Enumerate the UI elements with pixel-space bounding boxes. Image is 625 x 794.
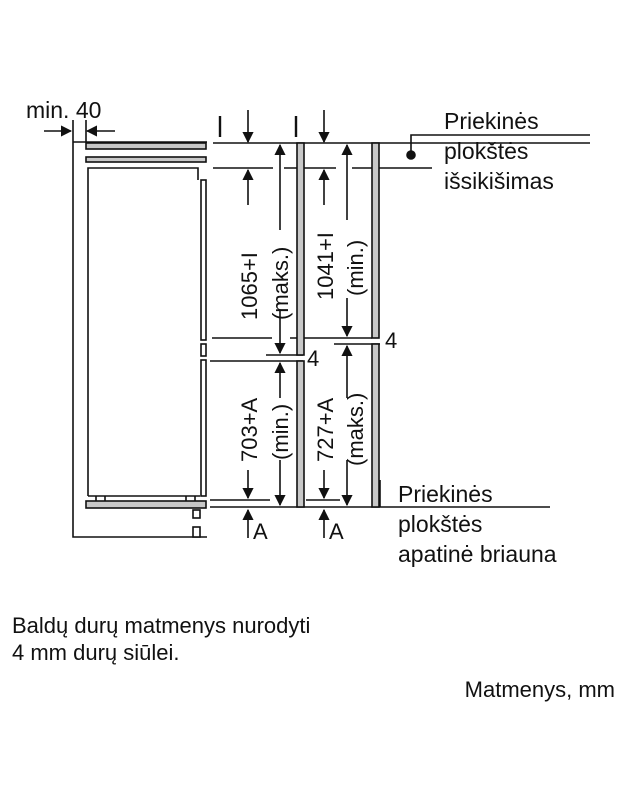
cabinet-bottom-shelf: [85, 500, 207, 538]
top-front-label-line3: išsikišimas: [444, 168, 554, 194]
upper-right-qualifier: (min.): [343, 240, 368, 296]
lower-door-right: [371, 343, 380, 508]
upper-left-qualifier: (maks.): [268, 247, 293, 320]
bottom-front-label-line3: apatinė briauna: [398, 541, 557, 567]
reference-lines: [210, 142, 590, 508]
side-gap-arrows: [44, 120, 115, 142]
door-note-line1: Baldų durų matmenys nurodyti: [12, 613, 311, 638]
bottom-front-label-line2: plokštės: [398, 511, 482, 537]
door-note-line2: 4 mm durų siūlei.: [12, 640, 180, 665]
bottom-marker-right: A: [329, 519, 344, 544]
lower-left-dimension: 703+A: [237, 397, 262, 462]
lower-dimension-arrows: [242, 344, 353, 538]
upper-left-dimension: 1065+I: [237, 252, 262, 320]
furniture-door-panels: [296, 142, 380, 508]
cabinet-top-panels: [85, 142, 207, 163]
lower-right-dimension: 727+A: [313, 397, 338, 462]
lower-door-left: [296, 360, 305, 508]
door-dimension-note: Baldų durų matmenys nurodyti 4 mm durų s…: [12, 612, 310, 666]
gap-left-label: 4: [307, 346, 319, 371]
lower-right-qualifier: (maks.): [343, 393, 368, 466]
upper-door-right: [371, 142, 380, 339]
niche-outline: [72, 141, 207, 538]
side-gap-label: min. 40: [26, 97, 101, 123]
bottom-front-label-line1: Priekinės: [398, 481, 493, 507]
gap-markers-top: [218, 116, 298, 137]
top-front-label-line2: plokštės: [444, 138, 528, 164]
bottom-marker-left: A: [253, 519, 268, 544]
units-note: Matmenys, mm: [464, 677, 615, 702]
upper-door-left: [296, 142, 305, 356]
top-front-label-line1: Priekinės: [444, 108, 539, 134]
top-front-leader: [406, 134, 590, 160]
upper-right-dimension: 1041+I: [313, 232, 338, 300]
top-arrows: [242, 110, 330, 144]
gap-right-label: 4: [385, 328, 397, 353]
appliance-body: [87, 167, 207, 501]
upper-dimension-arrows: [242, 143, 353, 355]
lower-left-qualifier: (min.): [268, 404, 293, 460]
